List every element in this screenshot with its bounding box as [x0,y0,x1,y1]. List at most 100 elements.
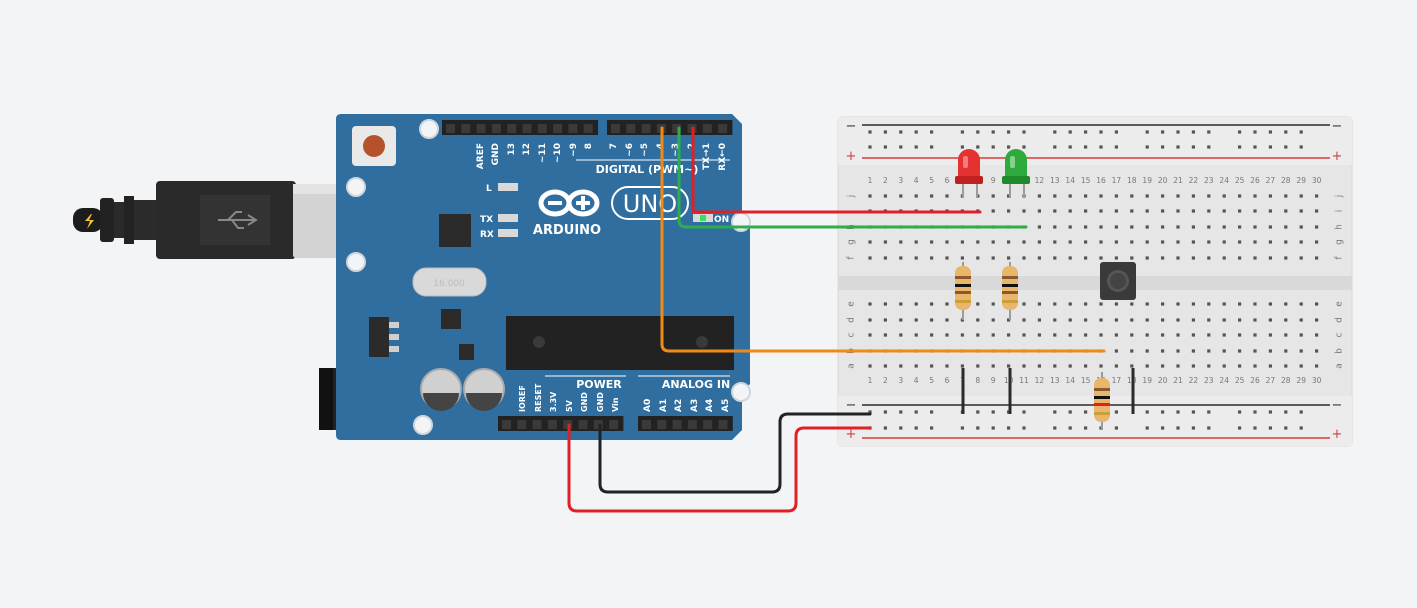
breadboard-hole[interactable] [1130,209,1134,213]
breadboard-hole[interactable] [1007,364,1011,368]
header-pin[interactable] [502,420,511,429]
breadboard-hole[interactable] [1145,194,1149,198]
breadboard-hole[interactable] [868,302,872,306]
breadboard-hole[interactable] [1114,240,1118,244]
rail-hole[interactable] [1207,145,1211,149]
rail-hole[interactable] [914,130,918,134]
breadboard-hole[interactable] [1114,225,1118,229]
breadboard-hole[interactable] [899,302,903,306]
breadboard-hole[interactable] [1315,333,1319,337]
gnd-wire[interactable] [598,412,872,494]
breadboard-hole[interactable] [1130,256,1134,260]
rail-hole[interactable] [991,145,995,149]
breadboard-hole[interactable] [1130,302,1134,306]
rail-hole[interactable] [899,426,903,430]
breadboard-hole[interactable] [1145,318,1149,322]
breadboard-hole[interactable] [1315,240,1319,244]
breadboard-hole[interactable] [1207,349,1211,353]
breadboard-hole[interactable] [1053,225,1057,229]
breadboard-hole[interactable] [991,256,995,260]
header-pin[interactable] [672,124,682,133]
breadboard-hole[interactable] [883,240,887,244]
breadboard-hole[interactable] [1084,240,1088,244]
breadboard-hole[interactable] [1099,256,1103,260]
breadboard-hole[interactable] [1053,333,1057,337]
breadboard-hole[interactable] [1299,333,1303,337]
breadboard-hole[interactable] [1068,194,1072,198]
breadboard-hole[interactable] [960,333,964,337]
breadboard-hole[interactable] [1268,302,1272,306]
orange-button-wire[interactable] [660,126,1106,353]
breadboard-hole[interactable] [1145,302,1149,306]
rail-hole[interactable] [1284,426,1288,430]
breadboard-hole[interactable] [976,256,980,260]
breadboard-hole[interactable] [991,240,995,244]
header-pin[interactable] [672,420,682,429]
rail-hole[interactable] [1022,410,1026,414]
rail-hole[interactable] [960,145,964,149]
rail-hole[interactable] [1084,130,1088,134]
breadboard-hole[interactable] [930,256,934,260]
breadboard-hole[interactable] [899,333,903,337]
breadboard-hole[interactable] [1084,302,1088,306]
breadboard-hole[interactable] [1084,194,1088,198]
breadboard-hole[interactable] [1299,256,1303,260]
breadboard-hole[interactable] [1299,318,1303,322]
breadboard-hole[interactable] [1191,349,1195,353]
breadboard-hole[interactable] [960,240,964,244]
breadboard-hole[interactable] [1161,349,1165,353]
rail-hole[interactable] [1299,130,1303,134]
breadboard-hole[interactable] [1268,209,1272,213]
rail-hole[interactable] [1268,426,1272,430]
breadboard-hole[interactable] [1222,256,1226,260]
breadboard-hole[interactable] [1238,302,1242,306]
breadboard-hole[interactable] [1315,194,1319,198]
rail-hole[interactable] [914,145,918,149]
breadboard-hole[interactable] [1145,256,1149,260]
breadboard-hole[interactable] [1222,364,1226,368]
breadboard-hole[interactable] [1207,364,1211,368]
rail-hole[interactable] [1253,410,1257,414]
breadboard-hole[interactable] [1268,349,1272,353]
rail-hole[interactable] [883,426,887,430]
breadboard-hole[interactable] [1053,364,1057,368]
rail-hole[interactable] [1114,145,1118,149]
rail-hole[interactable] [1268,130,1272,134]
breadboard-hole[interactable] [868,256,872,260]
rail-hole[interactable] [1099,145,1103,149]
breadboard-hole[interactable] [1284,256,1288,260]
header-pin[interactable] [642,420,651,429]
breadboard-hole[interactable] [1176,349,1180,353]
breadboard-hole[interactable] [914,256,918,260]
breadboard-hole[interactable] [1176,256,1180,260]
breadboard-hole[interactable] [1253,256,1257,260]
breadboard-hole[interactable] [883,194,887,198]
rail-hole[interactable] [899,145,903,149]
rail-hole[interactable] [1253,145,1257,149]
header-pin[interactable] [537,124,547,133]
breadboard-hole[interactable] [883,256,887,260]
breadboard-hole[interactable] [1284,302,1288,306]
breadboard-hole[interactable] [899,318,903,322]
header-pin[interactable] [718,420,728,429]
breadboard-hole[interactable] [1161,225,1165,229]
header-pin[interactable] [718,124,728,133]
breadboard-hole[interactable] [1207,194,1211,198]
rail-hole[interactable] [1253,426,1257,430]
breadboard-hole[interactable] [1037,240,1041,244]
breadboard-hole[interactable] [868,240,872,244]
breadboard-hole[interactable] [1238,256,1242,260]
breadboard-hole[interactable] [1284,209,1288,213]
header-pin[interactable] [626,124,636,133]
breadboard-hole[interactable] [914,302,918,306]
header-pin[interactable] [507,124,517,133]
breadboard-hole[interactable] [883,364,887,368]
breadboard-hole[interactable] [899,194,903,198]
breadboard-hole[interactable] [899,256,903,260]
rail-hole[interactable] [1053,130,1057,134]
breadboard-hole[interactable] [1284,225,1288,229]
rail-hole[interactable] [991,130,995,134]
breadboard-hole[interactable] [914,333,918,337]
breadboard-hole[interactable] [991,209,995,213]
rail-hole[interactable] [976,426,980,430]
